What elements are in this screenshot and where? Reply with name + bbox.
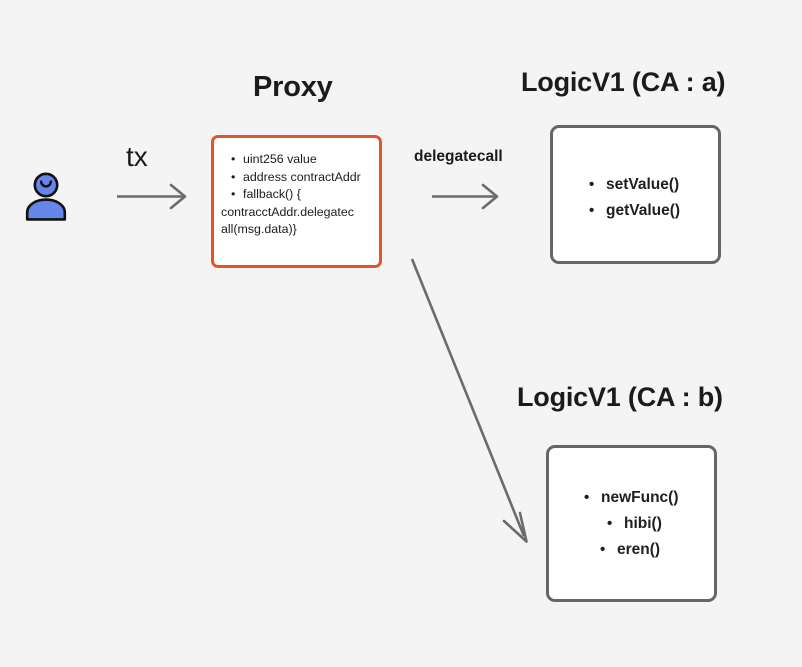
node-box-proxy: uint256 value address contractAddr fallb… — [211, 135, 382, 268]
list-item: uint256 value — [221, 151, 372, 169]
list-item: eren() — [549, 537, 714, 563]
edge-label-delegatecall: delegatecall — [414, 148, 503, 165]
list-item: getValue() — [553, 198, 718, 224]
edge-label-tx: tx — [126, 141, 148, 172]
node-box-logic-a: setValue() getValue() — [550, 125, 721, 264]
node-title-logic-b: LogicV1 (CA : b) — [517, 382, 723, 412]
list-item: hibi() — [549, 511, 714, 537]
proxy-item-4: all(msg.data)} — [221, 222, 297, 237]
logic-b-member-list: newFunc() hibi() eren() — [549, 485, 714, 563]
list-item: address contractAddr — [221, 169, 372, 187]
proxy-item-1: address contractAddr — [243, 170, 361, 184]
proxy-item-0: uint256 value — [243, 152, 317, 166]
list-item: newFunc() — [549, 485, 714, 511]
list-item: setValue() — [553, 172, 718, 198]
node-title-logic-a: LogicV1 (CA : a) — [521, 67, 726, 97]
logic-a-member-list: setValue() getValue() — [553, 172, 718, 224]
proxy-member-list: uint256 value address contractAddr fallb… — [214, 151, 379, 239]
person-icon — [25, 172, 67, 221]
arrow-delegatecall — [432, 183, 499, 210]
node-box-logic-b: newFunc() hibi() eren() — [546, 445, 717, 602]
node-title-proxy: Proxy — [253, 71, 333, 103]
arrow-tx — [117, 183, 187, 210]
list-item: fallback() { — [221, 186, 372, 204]
proxy-item-2: fallback() { — [243, 187, 301, 201]
proxy-item-3: contracctAddr.delegatec — [221, 204, 354, 219]
arrow-delegatecall-b — [410, 258, 528, 543]
